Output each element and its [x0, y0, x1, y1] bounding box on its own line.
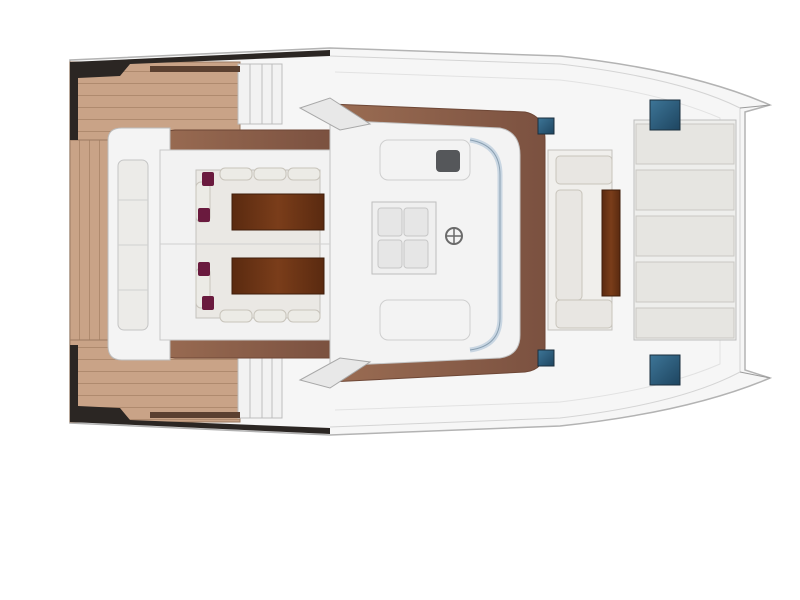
- deck-hatches: [537, 99, 681, 386]
- foredeck-lounge: [547, 149, 621, 331]
- helm-seat: [436, 150, 460, 172]
- helm-station: [298, 97, 471, 389]
- flybridge-dining-lounge: [160, 167, 330, 323]
- cocktail-table: [601, 189, 621, 297]
- bow-rails: [739, 104, 771, 379]
- pillow: [202, 172, 214, 186]
- deck-hatch-icon: [537, 117, 555, 135]
- deck-hatch-icon: [649, 99, 681, 131]
- forward-sunbed: [633, 119, 737, 341]
- pillow: [198, 262, 210, 276]
- deck-hatch-icon: [537, 349, 555, 367]
- steering-wheel-icon: [445, 227, 463, 245]
- pillow: [202, 296, 214, 310]
- deck-hatch-icon: [649, 354, 681, 386]
- dining-table: [231, 257, 325, 295]
- dining-table: [231, 193, 325, 231]
- pillow: [198, 208, 210, 222]
